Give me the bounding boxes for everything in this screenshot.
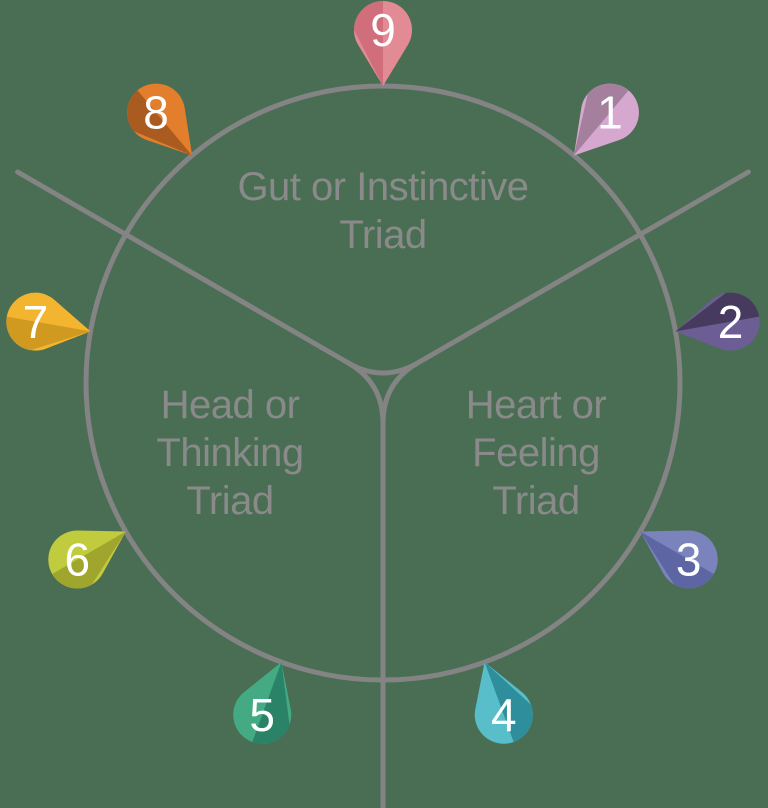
heart-triad-line1: Heart or: [465, 383, 607, 427]
gut-triad-line2: Triad: [339, 213, 427, 257]
pin-shade: [354, 1, 383, 86]
pin-shade: [52, 531, 126, 589]
triad-divider-upper-right: [415, 169, 751, 366]
pin-number: 2: [718, 296, 744, 348]
pin-shade: [675, 292, 760, 332]
heart-triad-line3: Triad: [492, 479, 580, 523]
pin-2: 2: [675, 292, 760, 351]
pin-shade: [127, 90, 193, 156]
junction-fillet-right: [380, 360, 421, 426]
pin-number: 5: [249, 689, 275, 741]
pin-number: 7: [23, 296, 49, 348]
head-triad-line2: Thinking: [156, 431, 304, 475]
gut-triad-label: Gut or Instinctive Triad: [183, 163, 583, 259]
pin-5: 5: [233, 662, 292, 744]
triad-divider-upper-left: [15, 169, 351, 366]
pin-number: 3: [676, 534, 702, 586]
head-triad-line1: Head or: [160, 383, 300, 427]
pins-layer: 9 1 2 3 4 5 6 7 8: [6, 0, 760, 744]
pin-shade: [640, 531, 714, 589]
pin-number: 8: [143, 87, 169, 139]
pin-9: 9: [354, 0, 412, 86]
pin-number: 1: [597, 87, 623, 139]
pin-1: 1: [573, 83, 639, 156]
pin-7: 7: [6, 292, 91, 351]
pin-6: 6: [48, 530, 126, 589]
pin-shade: [573, 83, 629, 156]
pin-number: 4: [491, 689, 517, 741]
pin-number: 6: [65, 534, 91, 586]
pin-8: 8: [127, 83, 193, 156]
heart-triad-line2: Feeling: [472, 431, 600, 475]
pin-shade: [252, 662, 290, 744]
pin-shade: [6, 316, 91, 351]
pin-number: 9: [370, 4, 396, 56]
heart-triad-label: Heart or Feeling Triad: [386, 381, 686, 525]
head-triad-line3: Triad: [186, 479, 274, 523]
pin-3: 3: [640, 530, 718, 589]
pin-shade: [484, 662, 533, 742]
head-triad-label: Head or Thinking Triad: [80, 381, 380, 525]
gut-triad-line1: Gut or Instinctive: [237, 165, 529, 209]
pin-4: 4: [474, 662, 533, 744]
